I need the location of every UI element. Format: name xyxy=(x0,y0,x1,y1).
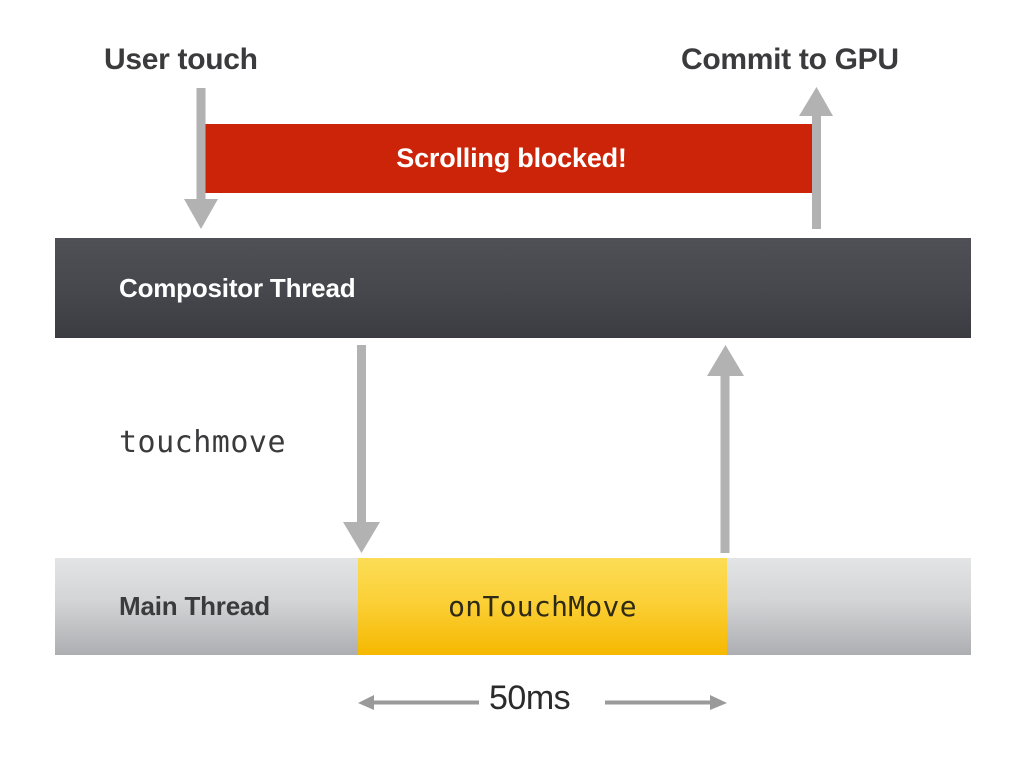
user-touch-label: User touch xyxy=(104,43,258,76)
main-thread-label: Main Thread xyxy=(119,591,270,621)
scrolling-blocked-bar: Scrolling blocked! xyxy=(205,124,818,193)
touchmove-return-arrow-icon xyxy=(707,345,744,553)
compositor-thread-bar: Compositor Thread xyxy=(55,238,971,338)
touchmove-dispatch-arrow-icon xyxy=(343,345,380,553)
touchmove-event-label: touchmove xyxy=(119,425,287,460)
duration-right-arrow-icon xyxy=(605,695,727,710)
duration-left-arrow-icon xyxy=(358,695,479,710)
duration-label: 50ms xyxy=(489,679,571,717)
compositor-thread-label: Compositor Thread xyxy=(119,272,356,303)
main-thread-bar: Main Thread onTouchMove xyxy=(55,558,971,655)
on-touch-move-label: onTouchMove xyxy=(448,590,637,623)
scrolling-blocked-label: Scrolling blocked! xyxy=(396,143,627,173)
on-touch-move-block: onTouchMove xyxy=(358,558,727,655)
commit-to-gpu-label: Commit to GPU xyxy=(681,43,899,76)
